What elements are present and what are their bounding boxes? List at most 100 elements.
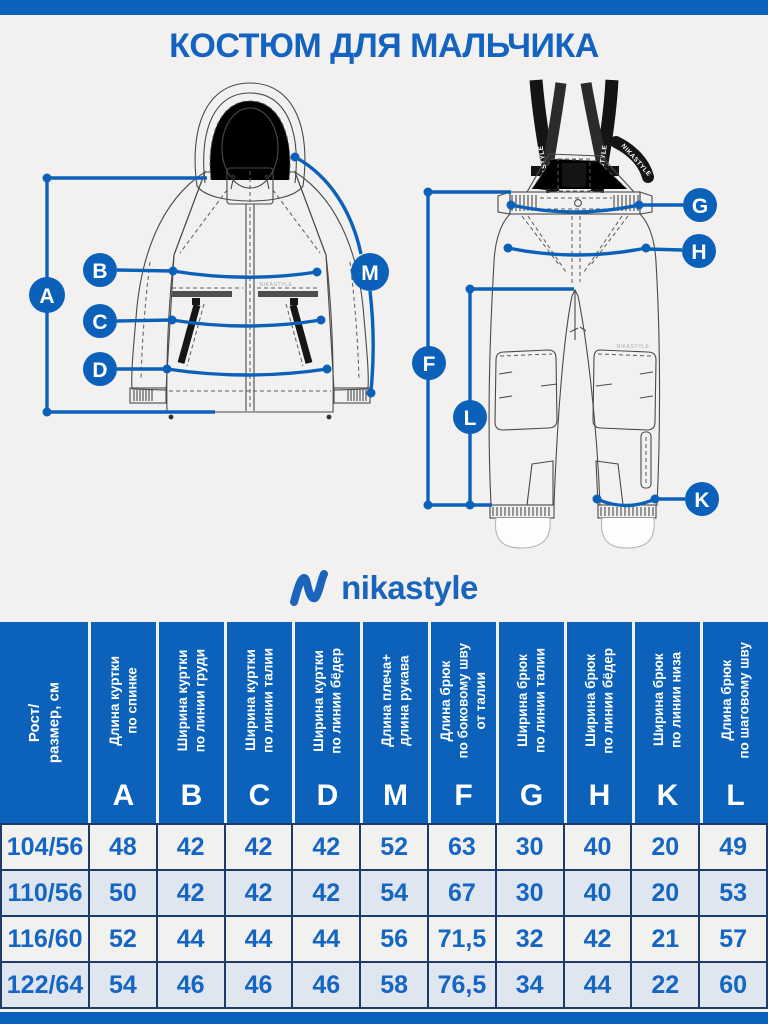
measure-badge-k: K: [685, 482, 719, 516]
column-letter: C: [248, 779, 271, 812]
value-cell: 30: [496, 871, 565, 917]
measure-badge-f: F: [412, 346, 446, 380]
measure-badge-m: M: [351, 253, 389, 291]
value-cell: 42: [157, 871, 226, 917]
svg-text:G: G: [692, 195, 708, 218]
measure-badge-d: D: [83, 352, 117, 386]
value-cell: 44: [293, 917, 362, 963]
column-label: Длина брюк по боковому шву от талии: [438, 642, 489, 759]
value-cell: 54: [90, 963, 158, 1009]
svg-text:F: F: [423, 353, 436, 376]
top-accent-bar: [0, 0, 768, 15]
column-label: Ширина брюк по линии низа: [650, 652, 684, 749]
value-cell: 52: [361, 825, 429, 871]
column-label: Рост/ размер, см: [25, 681, 63, 764]
measurement-annotations: A B C D M F G H: [29, 152, 719, 516]
column-label: Ширина куртки по линии груди: [174, 648, 208, 753]
page-title: КОСТЮМ ДЛЯ МАЛЬЧИКА: [169, 27, 599, 65]
value-cell: 40: [564, 825, 633, 871]
measure-badge-b: B: [83, 253, 117, 287]
size-cell: 122/64: [2, 963, 90, 1009]
column-letter: H: [588, 779, 611, 812]
svg-text:H: H: [691, 241, 706, 264]
value-cell: 42: [293, 825, 362, 871]
column-letter: G: [519, 779, 544, 812]
column-letter: A: [112, 779, 135, 812]
value-cell: 53: [700, 871, 768, 917]
value-cell: 48: [90, 825, 158, 871]
size-cell: 104/56: [2, 825, 90, 871]
value-cell: 22: [632, 963, 701, 1009]
value-cell: 49: [700, 825, 768, 871]
value-cell: 21: [632, 917, 701, 963]
svg-text:D: D: [92, 359, 107, 382]
jacket-brand-label: NIKASTYLE: [260, 282, 293, 288]
svg-text:C: C: [92, 311, 107, 334]
garment-measurement-diagram: NIKASTYLE: [29, 79, 719, 549]
wave-n-logo-icon: [290, 570, 329, 606]
column-label: Длина куртки по спинке: [106, 655, 140, 746]
value-cell: 67: [429, 871, 497, 917]
value-cell: 42: [293, 871, 362, 917]
value-cell: 63: [429, 825, 497, 871]
pants-sketch: NIKASTYLE NIKASTYLE NIKASTYLE: [488, 79, 661, 549]
column-label: Ширина куртки по линии талии: [242, 648, 276, 753]
value-cell: 30: [496, 825, 565, 871]
column-letter: L: [726, 779, 745, 812]
value-cell: 57: [700, 917, 768, 963]
value-cell: 56: [361, 917, 429, 963]
column-label: Ширина брюк по линии талии: [514, 648, 548, 753]
measure-badge-h: H: [682, 234, 716, 268]
value-cell: 40: [564, 871, 633, 917]
value-cell: 42: [564, 917, 633, 963]
measure-badge-c: C: [83, 304, 117, 338]
value-cell: 44: [157, 917, 226, 963]
svg-text:M: M: [361, 262, 379, 285]
svg-text:K: K: [694, 489, 709, 512]
value-cell: 34: [496, 963, 565, 1009]
value-cell: 50: [90, 871, 158, 917]
value-cell: 20: [632, 871, 701, 917]
jacket-sketch: NIKASTYLE: [129, 82, 371, 420]
column-letter: M: [383, 779, 408, 812]
value-cell: 76,5: [429, 963, 497, 1009]
value-cell: 46: [157, 963, 226, 1009]
measure-badge-a: A: [29, 277, 65, 313]
size-cell: 110/56: [2, 871, 90, 917]
value-cell: 42: [225, 825, 294, 871]
value-cell: 32: [496, 917, 565, 963]
column-label: Ширина куртки по линии бёдер: [310, 647, 344, 754]
svg-text:B: B: [92, 260, 107, 283]
value-cell: 58: [361, 963, 429, 1009]
value-cell: 60: [700, 963, 768, 1009]
bottom-accent-bar: [0, 1012, 768, 1024]
brand-logo: nikastyle: [0, 564, 768, 612]
value-cell: 71,5: [429, 917, 497, 963]
column-letter: B: [180, 779, 203, 812]
size-cell: 116/60: [2, 917, 90, 963]
value-cell: 54: [361, 871, 429, 917]
measure-badge-l: L: [453, 400, 487, 434]
pants-brand-label: NIKASTYLE: [617, 344, 650, 350]
svg-text:L: L: [464, 407, 477, 430]
brand-logo-text: nikastyle: [341, 569, 478, 606]
measure-badge-g: G: [683, 188, 717, 222]
value-cell: 42: [225, 871, 294, 917]
value-cell: 52: [90, 917, 158, 963]
